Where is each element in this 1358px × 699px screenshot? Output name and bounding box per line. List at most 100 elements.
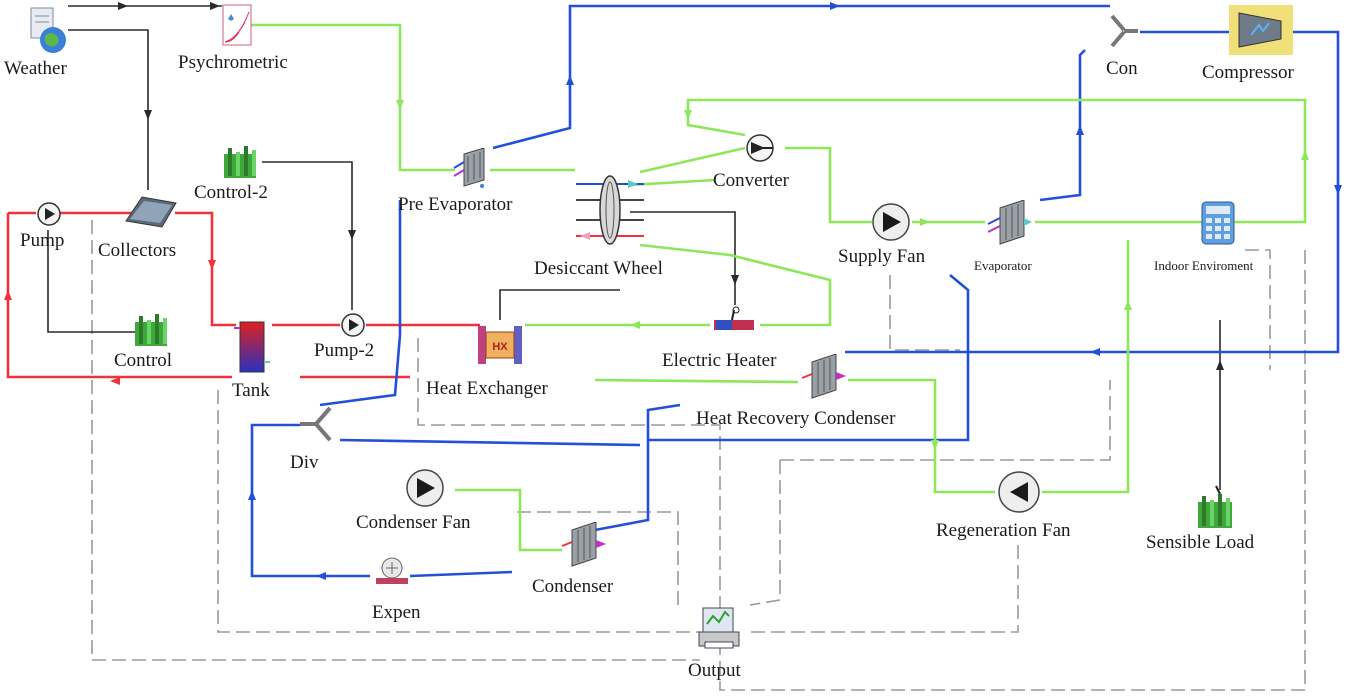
- diverter-icon: [300, 406, 332, 442]
- collectors-label: Collectors: [98, 240, 177, 261]
- indoor-environment-component[interactable]: [1200, 200, 1236, 246]
- electric-heater-icon: [714, 306, 754, 330]
- evaporator-component[interactable]: [986, 199, 1034, 246]
- desiccant-wheel-label: Desiccant Wheel: [534, 258, 663, 279]
- expansion-valve-icon: [376, 557, 408, 584]
- flow-arrow: [144, 110, 152, 120]
- condenser-fan-label: Condenser Fan: [356, 512, 471, 533]
- pump-component[interactable]: [36, 201, 62, 227]
- weather-label: Weather: [4, 58, 67, 79]
- mixer-icon: [1110, 14, 1138, 48]
- condenser-label: Condenser: [532, 576, 614, 597]
- div-label: Div: [290, 452, 319, 473]
- weather-component[interactable]: [25, 6, 71, 56]
- electric-heater-component[interactable]: [710, 306, 760, 336]
- pre-evaporator-label: Pre Evaporator: [398, 194, 513, 215]
- pump-label: Pump: [20, 230, 65, 251]
- desiccant-wheel-icon: [576, 175, 644, 245]
- con-component[interactable]: [1108, 14, 1140, 50]
- compressor-component[interactable]: [1229, 5, 1293, 55]
- pump-2-label: Pump-2: [314, 340, 375, 361]
- fan-icon: [872, 203, 910, 241]
- flow-arrow: [1301, 150, 1309, 160]
- control-label: Control: [114, 350, 173, 371]
- psychrometric-component[interactable]: [222, 4, 252, 46]
- heat-exchanger-component[interactable]: HX: [476, 324, 524, 366]
- controller-icon: [135, 314, 167, 346]
- solar-loop-lines: [6, 211, 480, 379]
- flow-arrow: [931, 440, 939, 450]
- desiccant-wheel-component[interactable]: [574, 172, 650, 248]
- flow-arrow: [630, 321, 640, 329]
- flow-arrow: [118, 2, 128, 10]
- coil-icon: [561, 521, 606, 567]
- heat-recovery-condenser-component[interactable]: [800, 353, 848, 400]
- control-component[interactable]: [133, 312, 171, 348]
- regeneration-fan-label: Regeneration Fan: [936, 520, 1071, 541]
- flow-arrow: [110, 377, 120, 385]
- output-signal-lines: [91, 220, 1306, 691]
- pump-2-component[interactable]: [340, 312, 366, 338]
- supply-fan-component[interactable]: [870, 202, 912, 242]
- flow-arrow: [920, 218, 930, 226]
- flow-arrow: [731, 275, 739, 285]
- indoor-environment-label: Indoor Enviroment: [1154, 258, 1254, 273]
- con-label: Con: [1106, 58, 1138, 79]
- tank-label: Tank: [232, 380, 270, 401]
- control-signal-lines: [47, 5, 1221, 490]
- coil-icon: [987, 199, 1032, 245]
- flow-arrow: [1334, 185, 1342, 195]
- flow-arrow: [316, 572, 326, 580]
- flow-arrow: [210, 2, 220, 10]
- fan-icon: [998, 471, 1040, 513]
- psychrometric-chart-icon: [222, 4, 252, 46]
- expen-component[interactable]: [372, 556, 412, 588]
- heat-exchanger-label: Heat Exchanger: [426, 378, 548, 399]
- solar-collector-icon: [125, 196, 177, 228]
- air-loop-lines: [250, 23, 1307, 552]
- heat-exchanger-icon: HX: [478, 326, 522, 364]
- pre-evaporator-component[interactable]: [452, 147, 492, 190]
- controller-icon: [1198, 485, 1232, 528]
- div-component[interactable]: [298, 404, 334, 442]
- controller-icon: [224, 146, 256, 178]
- pump-icon: [341, 313, 365, 337]
- expen-label: Expen: [372, 602, 421, 623]
- control-2-component[interactable]: [222, 144, 260, 180]
- condenser-fan-component[interactable]: [404, 468, 446, 508]
- flow-arrow: [1090, 348, 1100, 356]
- flow-arrow: [566, 75, 574, 85]
- sensible-load-label: Sensible Load: [1146, 532, 1255, 553]
- flow-arrow: [684, 110, 692, 120]
- flow-arrow: [1216, 360, 1224, 370]
- converter-icon: [746, 134, 774, 162]
- output-label: Output: [688, 660, 741, 681]
- condenser-component[interactable]: [560, 521, 608, 568]
- fan-icon: [406, 469, 444, 507]
- compressor-icon: [1238, 12, 1282, 48]
- coil-icon: [453, 147, 485, 188]
- collectors-component[interactable]: [122, 193, 178, 229]
- converter-component[interactable]: [743, 132, 777, 164]
- flow-arrow: [208, 260, 216, 270]
- supply-fan-label: Supply Fan: [838, 246, 926, 267]
- coil-icon: [801, 353, 846, 399]
- flow-arrows: [4, 2, 1342, 580]
- printer-output-icon: [698, 607, 740, 649]
- control-2-label: Control-2: [194, 182, 268, 203]
- flow-arrow: [830, 2, 840, 10]
- output-component[interactable]: [697, 606, 743, 650]
- flow-arrow: [4, 290, 12, 300]
- evaporator-label: Evaporator: [974, 258, 1032, 273]
- psychrometric-label: Psychrometric: [178, 52, 288, 73]
- converter-label: Converter: [713, 170, 789, 191]
- sensible-load-component[interactable]: [1196, 484, 1236, 530]
- flow-arrow: [348, 230, 356, 240]
- regeneration-fan-component[interactable]: [996, 470, 1042, 514]
- flow-arrow: [1076, 125, 1084, 135]
- electric-heater-label: Electric Heater: [662, 350, 777, 371]
- tank-component[interactable]: [232, 318, 272, 374]
- flow-arrow: [396, 100, 404, 110]
